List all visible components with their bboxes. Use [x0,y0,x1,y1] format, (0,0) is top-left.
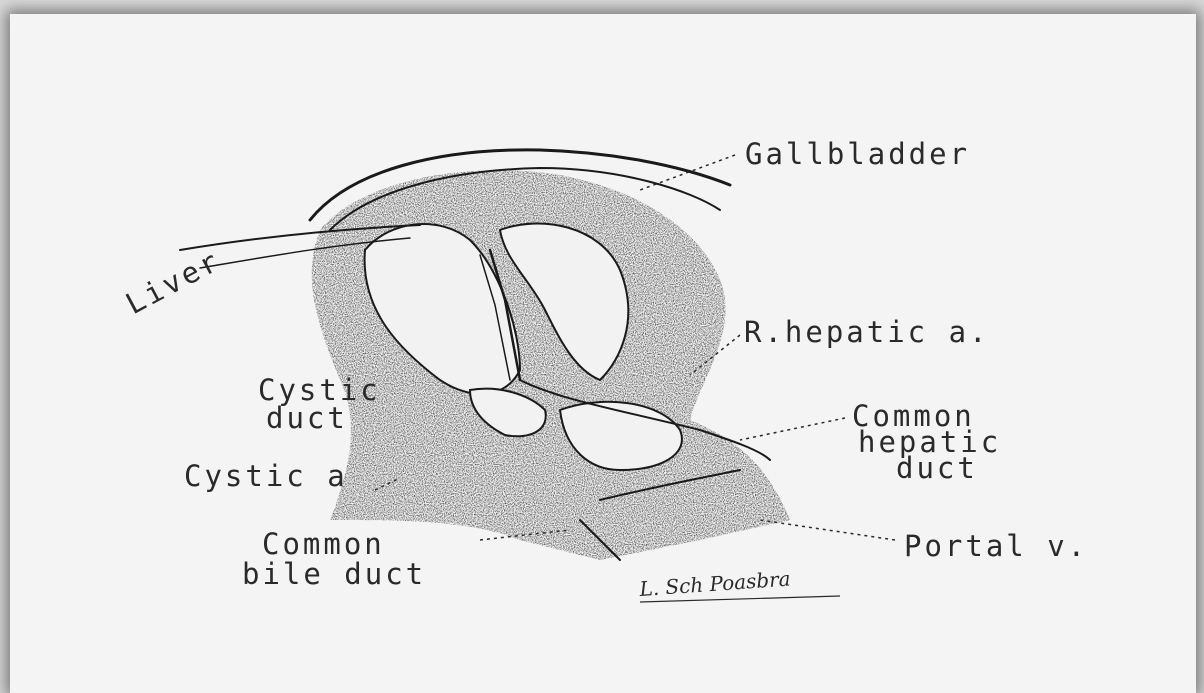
signature-mark: L. Sch Poasbra [638,566,792,601]
label-cystic-duct-line1: Cystic [258,376,381,404]
label-gallbladder: Gallbladder [745,140,970,168]
label-common-bile-duct-line2: bile duct [242,560,426,588]
label-portal-v: Portal v. [904,532,1088,560]
label-cystic-duct-line2: duct [266,404,348,432]
label-common-hepatic-duct-line3: duct [896,454,978,482]
label-r-hepatic-a: R.hepatic a. [744,318,990,346]
label-cystic-a: Cystic a [184,462,348,490]
label-common-bile-duct-line1: Common [262,530,385,558]
